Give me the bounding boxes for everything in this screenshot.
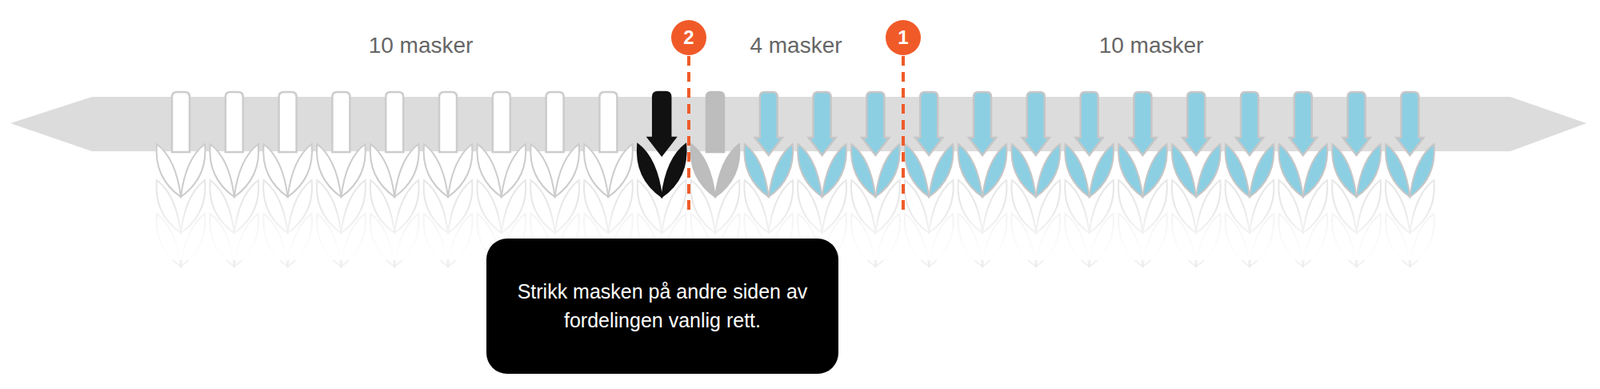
- stitch-loop: [915, 92, 943, 156]
- stitch-loop: [439, 92, 457, 152]
- stitch-loop: [1289, 92, 1317, 156]
- stitch-loop: [1343, 92, 1371, 156]
- callout-number: 1: [897, 27, 908, 48]
- instruction-box: Strikk masken på andre siden av fordelin…: [486, 238, 839, 374]
- stitch-loop: [968, 92, 996, 156]
- stitch-loop: [648, 92, 676, 156]
- stitch-loop: [225, 92, 244, 152]
- stitch-loop: [755, 92, 783, 156]
- stitch-count: 10 masker: [368, 33, 474, 59]
- stitch-count: 4 masker: [749, 33, 842, 59]
- stitch-loop: [1076, 92, 1104, 156]
- callout-circle: [885, 20, 921, 56]
- stitch-count: 10 masker: [1099, 33, 1204, 59]
- split-line: [687, 56, 691, 210]
- stitches: [156, 92, 1435, 197]
- stitch-loop: [706, 92, 724, 152]
- stitch-loop: [332, 92, 350, 152]
- stitch-loop: [1396, 92, 1424, 156]
- stitch-loop: [599, 92, 617, 152]
- split-line: [901, 56, 905, 210]
- callout-circle: [671, 20, 707, 56]
- stitch-loop: [385, 92, 404, 152]
- stitch-loop: [279, 92, 297, 152]
- stitch-loop: [1182, 92, 1210, 156]
- stitch-loop: [861, 92, 889, 156]
- stitch-loop: [172, 92, 190, 152]
- stitch-loop: [1128, 92, 1156, 156]
- stitch-loop: [492, 92, 511, 152]
- callout-number: 2: [683, 27, 694, 48]
- instruction-text: Strikk masken på andre siden av fordelin…: [514, 276, 811, 336]
- stitch-loop: [1236, 92, 1264, 156]
- stitch-loop: [808, 92, 836, 156]
- stitch-loop: [546, 92, 564, 152]
- stitch-loop: [1022, 92, 1050, 156]
